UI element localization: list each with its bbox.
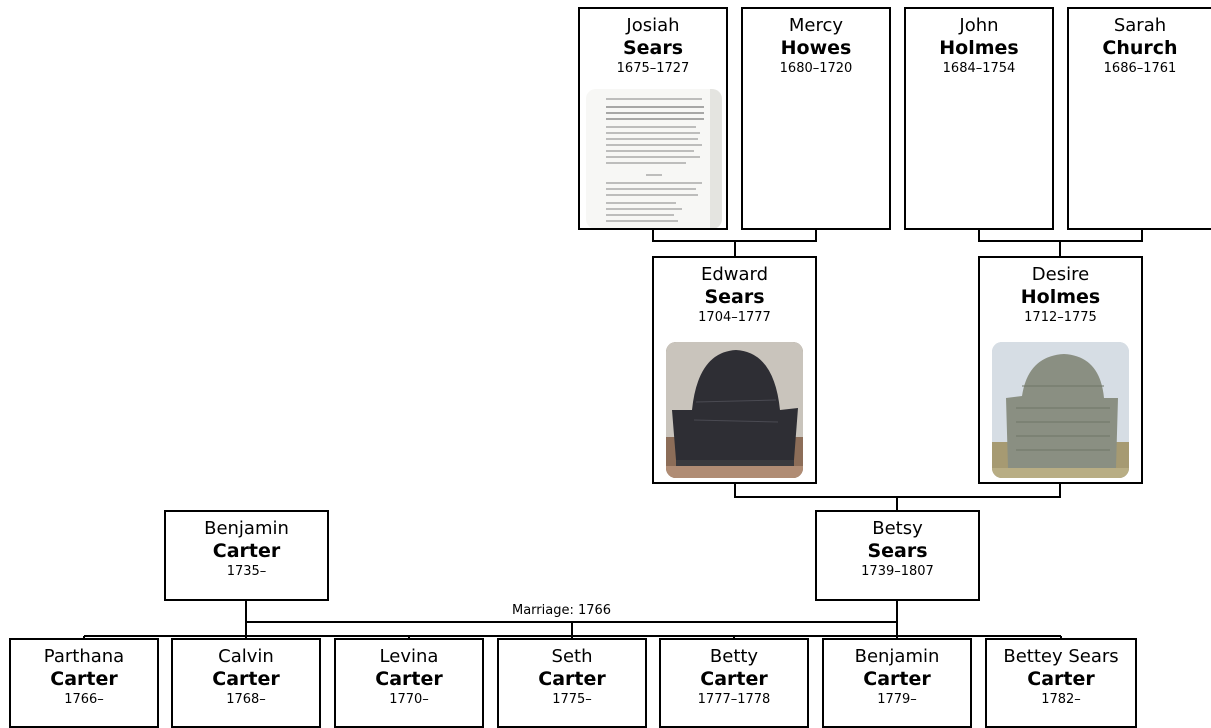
given-name: John	[959, 15, 999, 36]
given-name: Betsy	[872, 518, 923, 539]
surname: Carter	[863, 668, 931, 690]
life-dates: 1779–	[877, 692, 917, 707]
connector-josiah-mercy	[652, 230, 817, 242]
child-card[interactable]: Calvin Carter 1768–	[171, 638, 321, 728]
life-dates: 1777–1778	[697, 692, 771, 707]
connector-john-sarah	[978, 230, 1143, 242]
marriage-label: Marriage: 1766	[510, 603, 614, 619]
given-name: Bettey Sears	[1003, 646, 1119, 667]
person-card-edward-sears[interactable]: Edward Sears 1704–1777	[652, 256, 817, 484]
life-dates: 1680–1720	[779, 61, 853, 76]
given-name: Betty	[709, 646, 759, 667]
life-dates: 1770–	[389, 692, 429, 707]
life-dates: 1686–1761	[1103, 61, 1177, 76]
surname: Sears	[704, 286, 765, 308]
given-name: Sarah	[1113, 15, 1167, 36]
surname: Sears	[867, 540, 928, 562]
surname: Carter	[1027, 668, 1095, 690]
surname: Carter	[212, 540, 281, 562]
gravestone-photo	[992, 342, 1129, 478]
child-card[interactable]: Parthana Carter 1766–	[9, 638, 159, 728]
surname: Howes	[780, 37, 852, 59]
person-card-john-holmes[interactable]: John Holmes 1684–1754	[904, 7, 1054, 230]
life-dates: 1766–	[64, 692, 104, 707]
given-name: Edward	[700, 264, 769, 285]
surname: Carter	[50, 668, 118, 690]
person-card-desire-holmes[interactable]: Desire Holmes 1712–1775	[978, 256, 1143, 484]
given-name: Benjamin	[854, 646, 940, 667]
given-name: Desire	[1031, 264, 1090, 285]
life-dates: 1675–1727	[616, 61, 690, 76]
life-dates: 1768–	[226, 692, 266, 707]
life-dates: 1684–1754	[942, 61, 1016, 76]
surname: Church	[1102, 37, 1178, 59]
life-dates: 1739–1807	[861, 564, 934, 579]
document-scan-image	[586, 89, 722, 228]
surname: Holmes	[1020, 286, 1101, 308]
person-card-mercy-howes[interactable]: Mercy Howes 1680–1720	[741, 7, 891, 230]
person-card-betsy-sears[interactable]: Betsy Sears 1739–1807	[815, 510, 980, 601]
child-card[interactable]: Seth Carter 1775–	[497, 638, 647, 728]
given-name: Levina	[379, 646, 439, 667]
surname: Holmes	[939, 37, 1019, 59]
given-name: Benjamin	[204, 518, 289, 539]
child-card[interactable]: Levina Carter 1770–	[334, 638, 484, 728]
given-name: Calvin	[218, 646, 274, 667]
surname: Sears	[622, 37, 684, 59]
life-dates: 1782–	[1041, 692, 1081, 707]
person-card-benjamin-carter[interactable]: Benjamin Carter 1735–	[164, 510, 329, 601]
given-name: Josiah	[626, 15, 680, 36]
given-name: Parthana	[43, 646, 125, 667]
child-card[interactable]: Betty Carter 1777–1778	[659, 638, 809, 728]
surname: Carter	[375, 668, 443, 690]
given-name: Seth	[551, 646, 593, 667]
gravestone-photo	[666, 342, 803, 478]
life-dates: 1775–	[552, 692, 592, 707]
surname: Carter	[212, 668, 280, 690]
given-name: Mercy	[788, 15, 844, 36]
child-card[interactable]: Benjamin Carter 1779–	[822, 638, 972, 728]
surname: Carter	[538, 668, 606, 690]
person-card-sarah-church[interactable]: Sarah Church 1686–1761	[1067, 7, 1211, 230]
life-dates: 1735–	[226, 564, 267, 579]
life-dates: 1712–1775	[1024, 310, 1097, 325]
surname: Carter	[700, 668, 768, 690]
connector-edward-desire	[734, 484, 1061, 498]
life-dates: 1704–1777	[698, 310, 771, 325]
child-card[interactable]: Bettey Sears Carter 1782–	[985, 638, 1137, 728]
person-card-josiah-sears[interactable]: Josiah Sears 1675–1727	[578, 7, 728, 230]
